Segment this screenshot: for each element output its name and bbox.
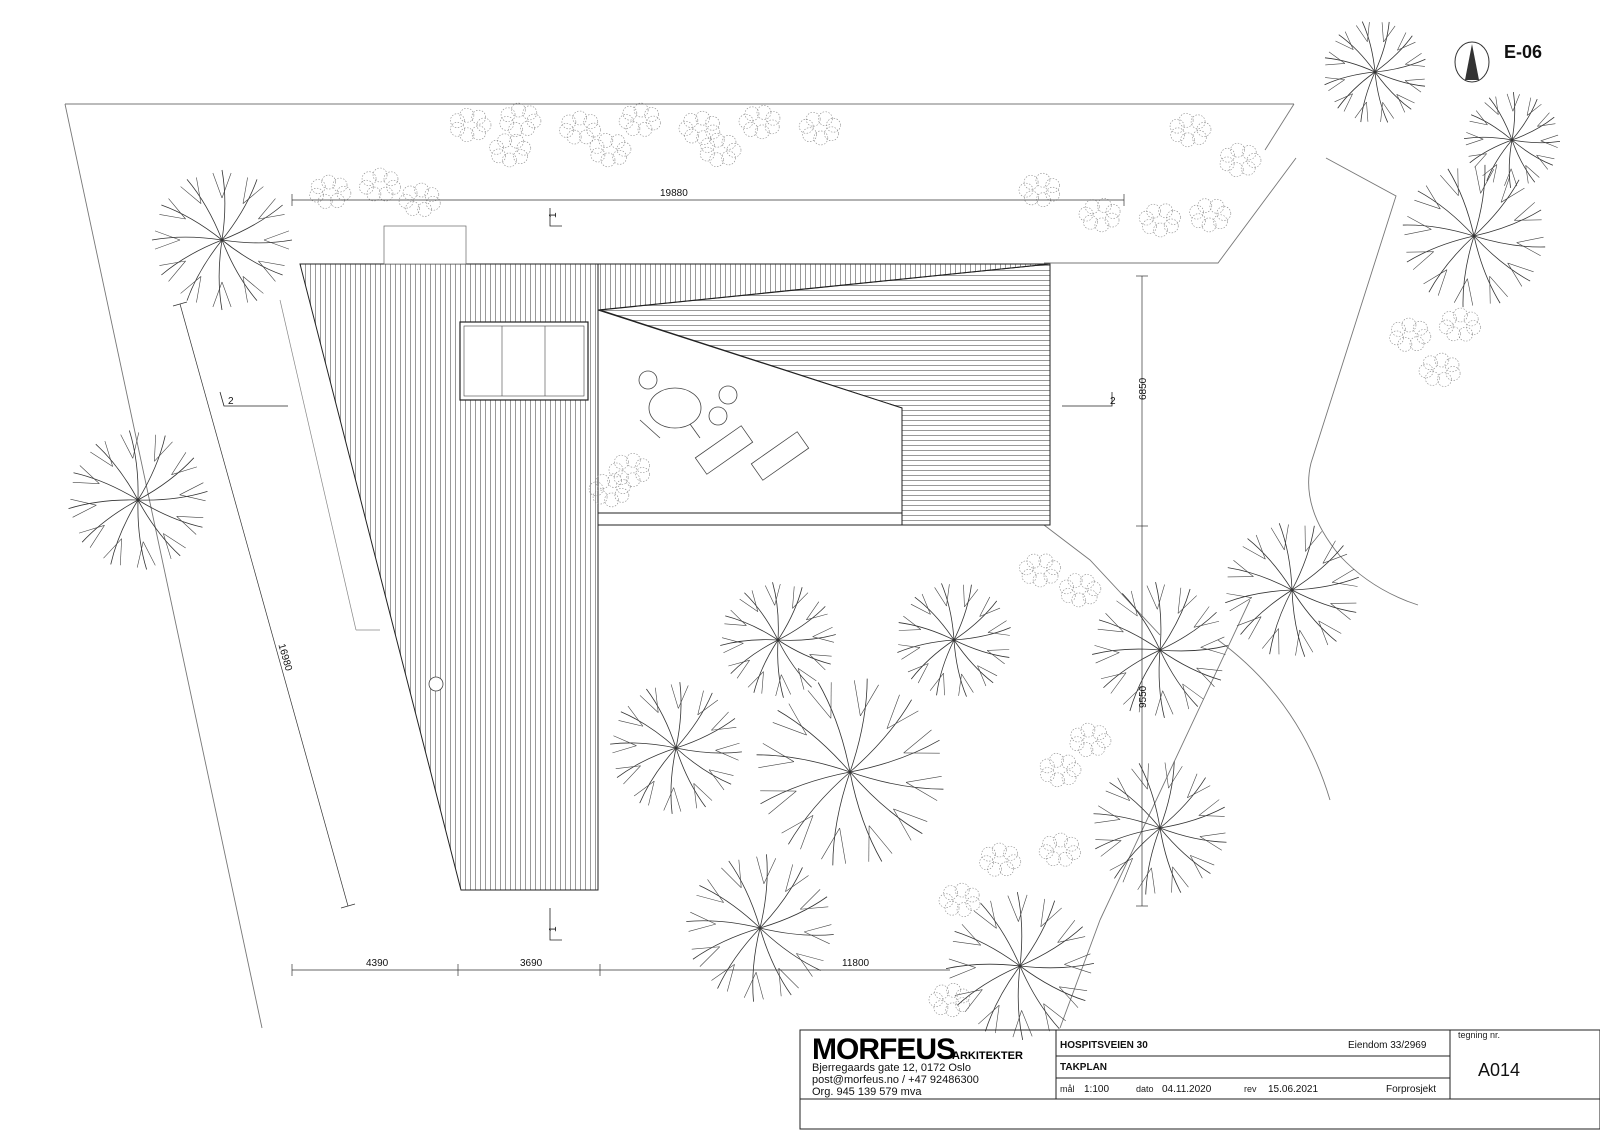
tree-icon bbox=[610, 682, 742, 814]
shrub-icon bbox=[979, 842, 1022, 877]
terrace-furniture bbox=[638, 370, 810, 481]
shrub-icon bbox=[608, 452, 650, 488]
shrub-icon bbox=[1069, 722, 1112, 757]
shrubs bbox=[309, 102, 1481, 1018]
shrub-icon bbox=[1189, 198, 1232, 233]
sheet-number: A014 bbox=[1478, 1060, 1520, 1080]
tree-icon bbox=[686, 854, 834, 1002]
shrub-icon bbox=[398, 182, 441, 217]
firm-suffix: ARKITEKTER bbox=[952, 1050, 1023, 1062]
title-block bbox=[799, 1029, 1600, 1130]
scale-value: 1:100 bbox=[1084, 1084, 1109, 1095]
rev-value: 15.06.2021 bbox=[1268, 1084, 1318, 1095]
tree-icon bbox=[945, 891, 1095, 1041]
section-1-bottom-label: 1 bbox=[548, 926, 559, 932]
shrub-icon bbox=[798, 111, 841, 146]
section-1-top-label: 1 bbox=[548, 212, 559, 218]
shrub-icon bbox=[1169, 113, 1212, 148]
shrub-icon bbox=[1438, 307, 1481, 342]
shrub-icon bbox=[1038, 832, 1081, 867]
tree-icon bbox=[1324, 21, 1426, 123]
shrub-icon bbox=[938, 882, 981, 917]
scale-label: mål bbox=[1060, 1084, 1075, 1094]
dim-right-lower: 9550 bbox=[1138, 685, 1149, 708]
section-markers bbox=[219, 208, 1113, 941]
shrub-icon bbox=[309, 174, 352, 209]
tree-icon bbox=[1463, 91, 1561, 189]
section-2-right-label: 2 bbox=[1110, 396, 1116, 407]
sheet-number-label: tegning nr. bbox=[1458, 1030, 1500, 1040]
shrub-icon bbox=[1138, 203, 1181, 238]
shrub-icon bbox=[1059, 573, 1102, 608]
tree-icon bbox=[1225, 523, 1359, 657]
trees bbox=[68, 21, 1561, 1041]
shrub-icon bbox=[1018, 172, 1061, 208]
dim-top: 19880 bbox=[660, 188, 688, 199]
shrub-icon bbox=[588, 473, 631, 508]
shrub-icon bbox=[559, 110, 602, 145]
project-property: Eiendom 33/2969 bbox=[1348, 1040, 1427, 1051]
dim-bottom-a: 4390 bbox=[366, 958, 389, 969]
dim-left-diag: 16980 bbox=[276, 643, 294, 673]
shrub-icon bbox=[678, 110, 721, 145]
phase-value: Forprosjekt bbox=[1386, 1084, 1436, 1095]
rev-label: rev bbox=[1244, 1084, 1257, 1094]
dimension-lines bbox=[172, 194, 1148, 976]
shrub-icon bbox=[499, 102, 542, 137]
tree-icon bbox=[68, 430, 208, 570]
shrub-icon bbox=[699, 132, 742, 167]
shrub-icon bbox=[1078, 198, 1121, 233]
project-title: HOSPITSVEIEN 30 bbox=[1060, 1040, 1148, 1051]
dim-bottom-c: 11800 bbox=[842, 958, 870, 969]
shrub-icon bbox=[1039, 753, 1082, 788]
site-boundary bbox=[64, 103, 1419, 1029]
shrub-icon bbox=[738, 105, 781, 140]
firm-contact: post@morfeus.no / +47 92486300 bbox=[812, 1074, 979, 1086]
tree-icon bbox=[1093, 761, 1227, 895]
sheet-code: E-06 bbox=[1504, 42, 1542, 62]
roof-plan bbox=[279, 225, 1051, 891]
tree-icon bbox=[1092, 582, 1228, 718]
shrub-icon bbox=[450, 107, 492, 143]
dim-right-upper: 6850 bbox=[1138, 377, 1149, 400]
tree-icon bbox=[756, 678, 944, 866]
north-arrow-icon bbox=[1454, 41, 1490, 83]
dim-bottom-b: 3690 bbox=[520, 958, 543, 969]
shrub-icon bbox=[489, 133, 532, 168]
shrub-icon bbox=[1219, 142, 1262, 177]
tree-icon bbox=[151, 169, 293, 311]
firm-logo: MORFEUS bbox=[812, 1033, 955, 1066]
shrub-icon bbox=[618, 102, 661, 137]
tree-icon bbox=[1402, 164, 1546, 308]
tree-icon bbox=[720, 582, 836, 698]
section-2-left-label: 2 bbox=[228, 396, 234, 407]
shrub-icon bbox=[1418, 352, 1461, 387]
shrub-icon bbox=[589, 133, 632, 168]
date-value: 04.11.2020 bbox=[1162, 1084, 1212, 1095]
shrub-icon bbox=[928, 983, 971, 1018]
date-label: dato bbox=[1136, 1084, 1154, 1094]
tree-icon bbox=[897, 583, 1011, 697]
firm-org: Org. 945 139 579 mva bbox=[812, 1086, 922, 1098]
shrub-icon bbox=[359, 167, 401, 202]
drawing-title: TAKPLAN bbox=[1060, 1062, 1107, 1073]
firm-address: Bjerregaards gate 12, 0172 Oslo bbox=[812, 1062, 971, 1074]
shrub-icon bbox=[1019, 553, 1061, 588]
shrub-icon bbox=[1389, 317, 1432, 352]
